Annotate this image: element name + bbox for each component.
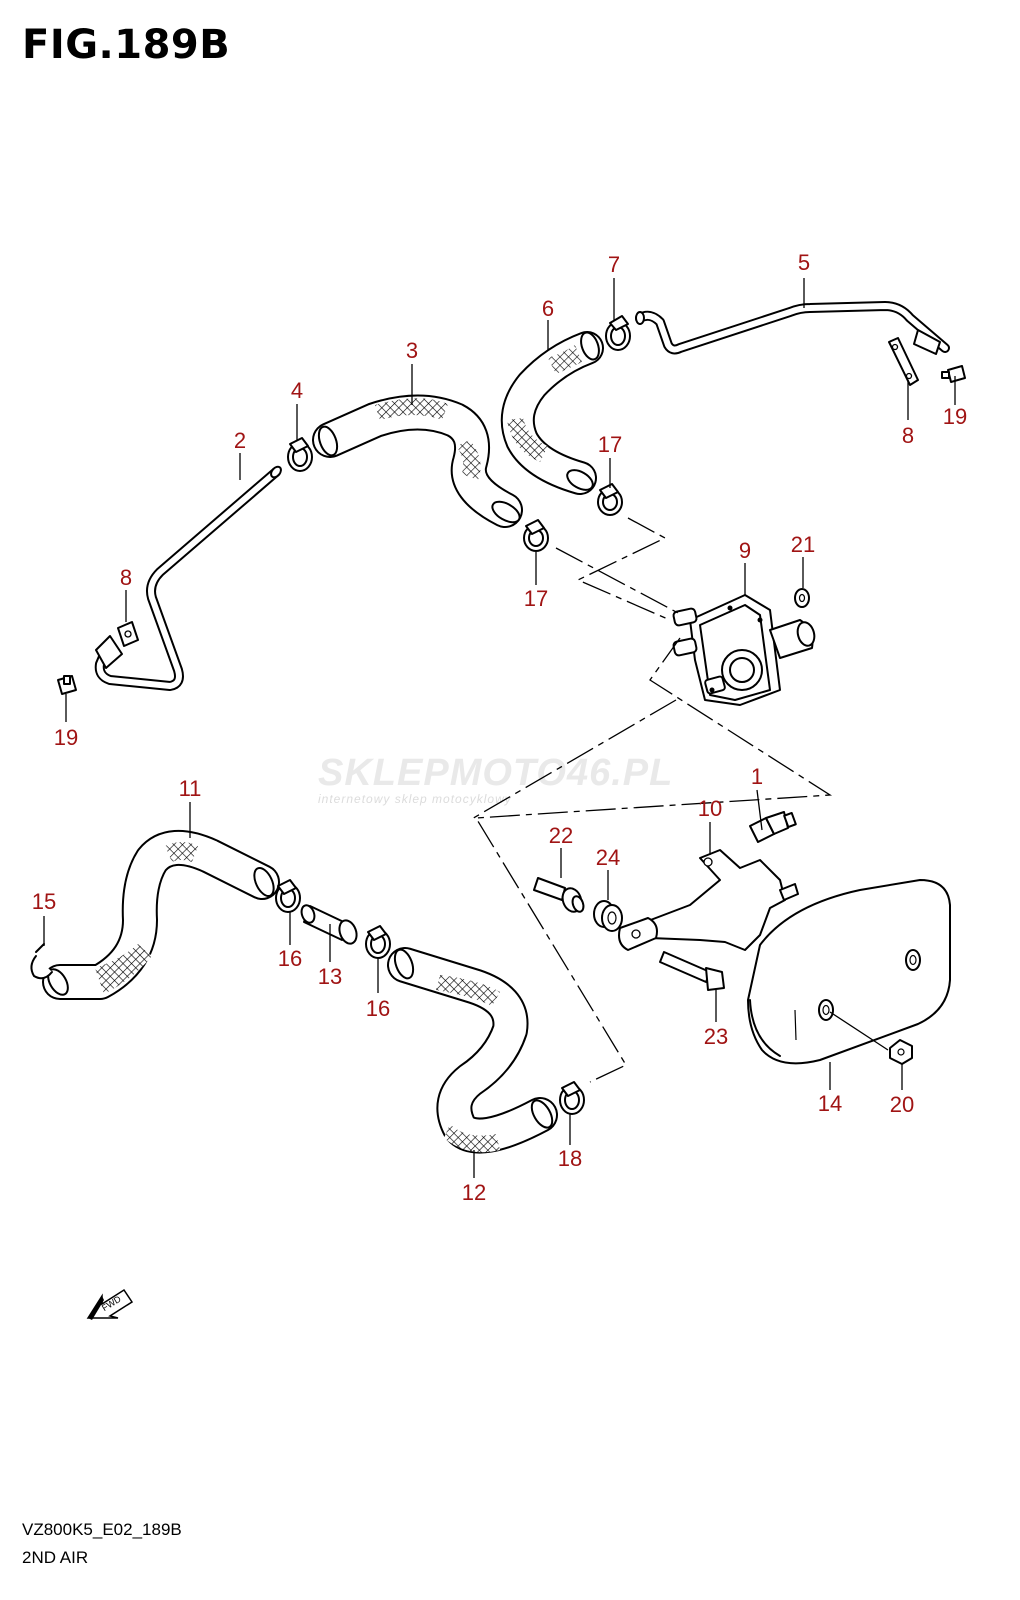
callout-12: 12 [462,1180,486,1205]
callout-5: 5 [798,250,810,275]
callout-8-left: 8 [120,565,132,590]
callout-3: 3 [406,338,418,363]
fwd-arrow-icon: FWD [86,1288,134,1320]
clip-15 [30,943,53,980]
callout-23: 23 [704,1024,728,1049]
hose-12 [387,947,558,1154]
bolt-19-left [57,675,77,695]
bracket-8-left [117,621,139,647]
callout-21: 21 [791,532,815,557]
callout-20: 20 [890,1092,914,1117]
bracket-10 [618,849,799,951]
callout-11: 11 [179,776,202,801]
washer-21 [794,588,810,608]
pair-valve-9 [672,594,816,706]
air-pipe-5 [635,301,950,355]
callout-14: 14 [818,1091,842,1116]
callout-16-left: 16 [278,946,302,971]
callout-4: 4 [291,378,303,403]
joint-13 [300,904,358,945]
clamp-7 [605,315,631,351]
callout-19-right: 19 [943,404,967,429]
callout-6: 6 [542,296,554,321]
clamp-17-lower [523,519,549,552]
bolt-23 [659,951,725,991]
callout-24: 24 [596,845,620,870]
hose-11 [42,829,280,1000]
nut-20 [829,1011,913,1065]
callout-17-lower: 17 [524,586,548,611]
figure-code: VZ800K5_E02_189B [22,1520,182,1539]
air-box-14 [747,879,951,1065]
watermark-subtext: internetowy sklep motocyklowy [318,792,512,806]
callout-2: 2 [234,428,246,453]
callout-8-right: 8 [902,423,914,448]
connection-lines [469,517,833,1083]
clamp-17-upper [597,483,623,516]
hose-6 [500,331,604,495]
callout-17-upper: 17 [598,432,622,457]
clamp-4 [287,437,313,472]
figure-subtitle: 2ND AIR [22,1548,89,1567]
figure-title: FIG.189B [22,22,231,68]
air-pipe-2 [94,465,282,691]
watermark-text: SKLEPMOTO46.PL [318,752,674,794]
callout-1: 1 [751,764,763,789]
callout-15: 15 [32,889,56,914]
callout-13: 13 [318,964,342,989]
callout-labels: 1 2 3 4 5 6 7 8 8 9 10 11 12 13 14 15 16… [32,250,967,1205]
callout-22: 22 [549,823,573,848]
callout-9: 9 [739,538,751,563]
nipple-1 [749,811,797,843]
callout-10: 10 [698,796,722,821]
clamp-18 [559,1081,585,1115]
grommet-24 [593,900,623,932]
callout-7: 7 [608,252,620,277]
callout-19-left: 19 [54,725,78,750]
hose-3 [312,394,523,528]
rivet-22 [533,877,585,913]
callout-16-right: 16 [366,996,390,1021]
bolt-19-right [941,365,966,383]
leader-lines [43,278,956,1178]
clamp-16-right [365,925,391,959]
callout-18: 18 [558,1146,582,1171]
clamp-16-left [275,879,301,913]
bracket-8-right [888,337,919,386]
